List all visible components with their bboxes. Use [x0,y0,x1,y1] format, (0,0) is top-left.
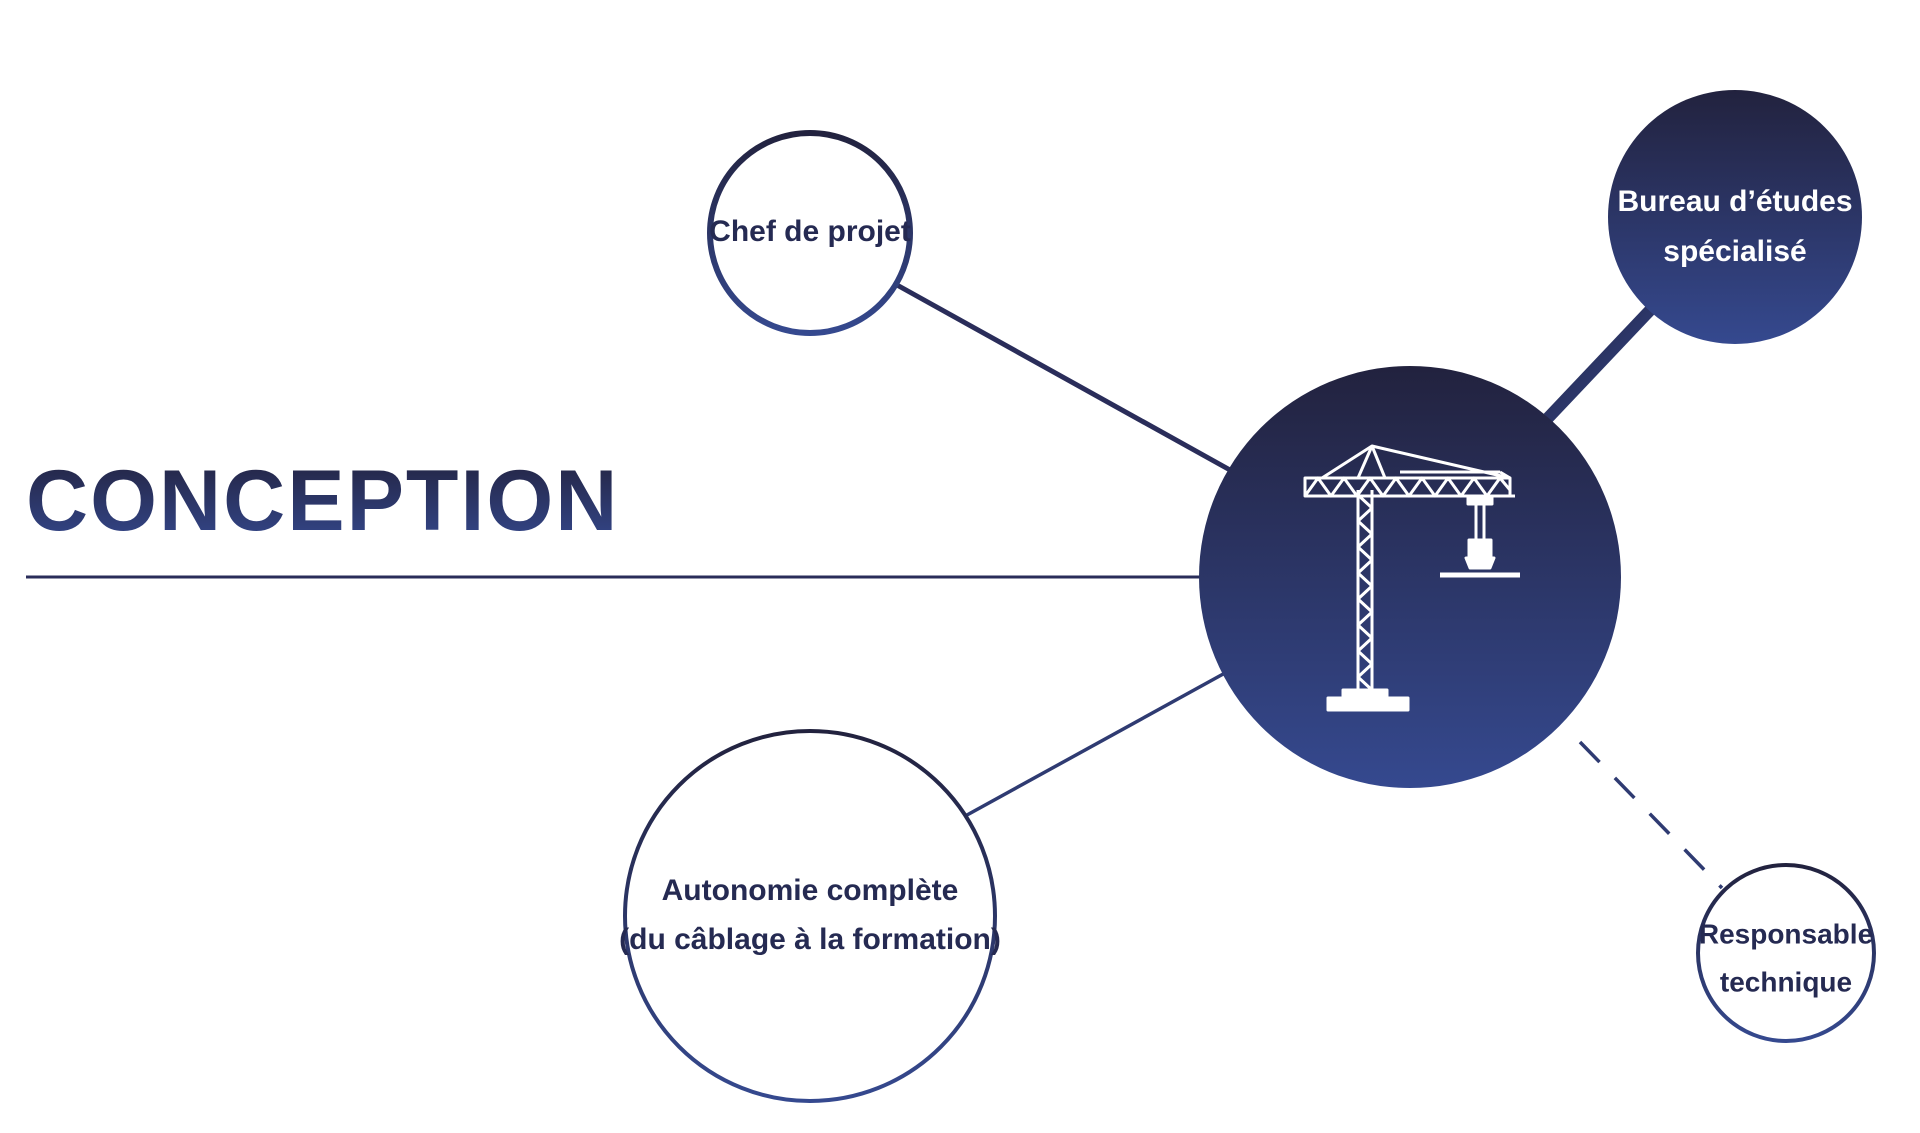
node-responsable-technique: Responsable technique [1696,863,1876,1043]
connector-bureau-etudes [1543,300,1660,423]
node-bureau-etudes: Bureau d’études spécialisé [1608,90,1862,344]
node-responsable-technique-label-line1: Responsable [1699,918,1873,949]
node-autonomie-label-line1: Autonomie complète [662,874,959,907]
node-autonomie-label-line2: (du câblage à la formation) [619,923,1001,956]
node-chef-de-projet: Chef de projet [707,130,913,336]
tower-crane-icon [1303,444,1520,712]
node-autonomie: Autonomie complète (du câblage à la form… [619,729,1001,1103]
center-circle [1199,366,1621,788]
connector-autonomie [966,671,1226,817]
node-chef-de-projet-label: Chef de projet [709,215,911,248]
connector-chef-de-projet [895,282,1232,473]
node-responsable-technique-label-line2: technique [1720,966,1852,997]
connector-responsable-technique [1578,740,1724,890]
node-bureau-etudes-label-line1: Bureau d’études [1617,185,1852,218]
node-bureau-etudes-label-line2: spécialisé [1663,235,1806,268]
page-title: CONCEPTION [26,453,619,549]
